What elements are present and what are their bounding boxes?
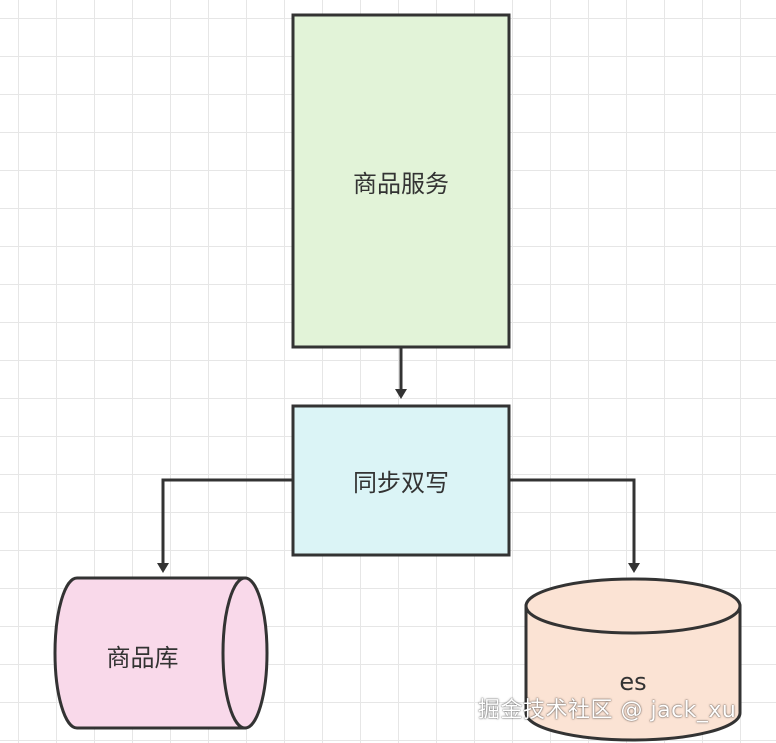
edge-sync-to-es (509, 478, 640, 573)
watermark: 掘金技术社区 @ jack_xu (478, 698, 737, 723)
node-service-box (291, 13, 511, 349)
edge-sync-to-db (157, 478, 293, 573)
node-sync-box (291, 404, 511, 557)
node-es-cylinder (524, 577, 742, 742)
node-db-cylinder (53, 576, 269, 730)
